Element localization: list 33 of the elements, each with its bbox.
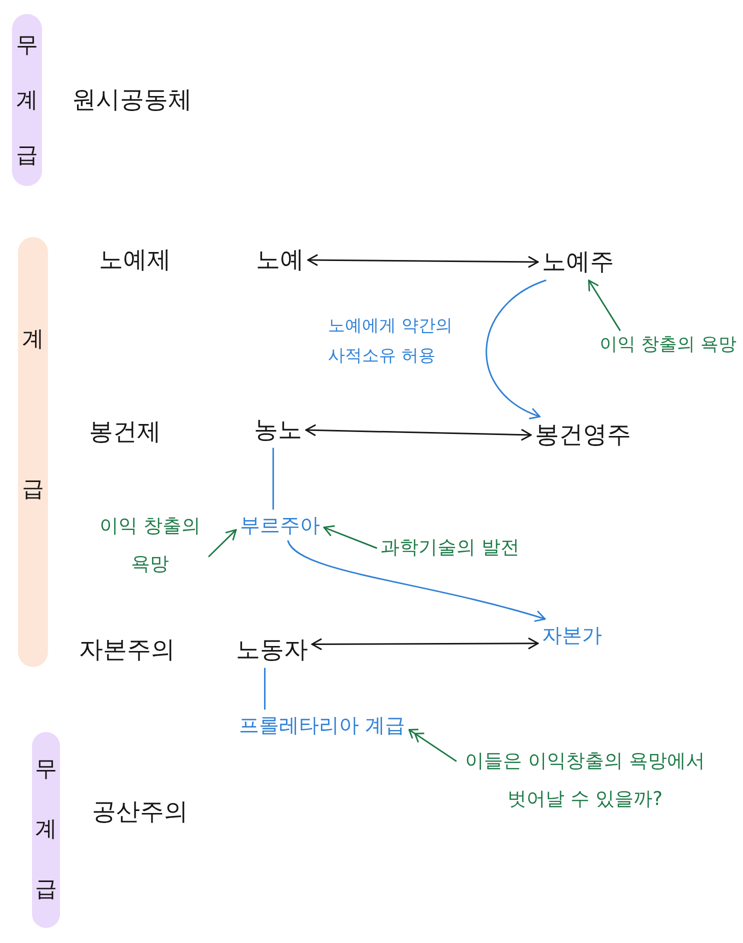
annotation-text: 과학기술의 발전 [380, 536, 520, 560]
era-label: 공산주의 [92, 798, 188, 826]
annotation-text: 프롤레타리아 계급 [238, 713, 406, 737]
annotation-text: 부르주아 [240, 513, 320, 537]
term-label: 봉건영주 [535, 420, 631, 450]
annotation-text: 이익 창출의 욕망 [95, 507, 205, 583]
double-headed-arrow [305, 424, 532, 441]
term-label: 노동자 [236, 636, 308, 664]
arrow [588, 280, 621, 331]
rounded-band [32, 732, 60, 928]
connector-line [264, 668, 266, 710]
double-headed-arrow [311, 638, 539, 650]
curved-arrow [486, 280, 546, 418]
rounded-band [18, 237, 48, 667]
era-label: 자본주의 [79, 636, 175, 664]
annotation-text: 자본가 [542, 623, 602, 647]
term-label: 노예주 [542, 248, 614, 276]
annotation-text: 이들은 이익창출의 욕망에서 벗어날 수 있을까? [460, 742, 710, 818]
connector-line [272, 448, 274, 510]
band-label: 무계급 [35, 756, 57, 904]
arrow [323, 525, 378, 549]
era-label: 원시공동체 [72, 86, 192, 114]
era-label: 노예제 [99, 246, 171, 274]
double-headed-arrow [307, 254, 539, 268]
curved-arrow [287, 540, 546, 622]
term-label: 노예 [256, 246, 304, 274]
annotation-text: 이익 창출의 욕망 [599, 334, 737, 356]
band-label: 계급 [22, 326, 44, 504]
term-label: 농노 [254, 416, 302, 444]
rounded-band [12, 14, 42, 186]
era-label: 봉건제 [89, 418, 161, 446]
arrow [208, 529, 237, 558]
band-label: 무계급 [16, 32, 38, 170]
